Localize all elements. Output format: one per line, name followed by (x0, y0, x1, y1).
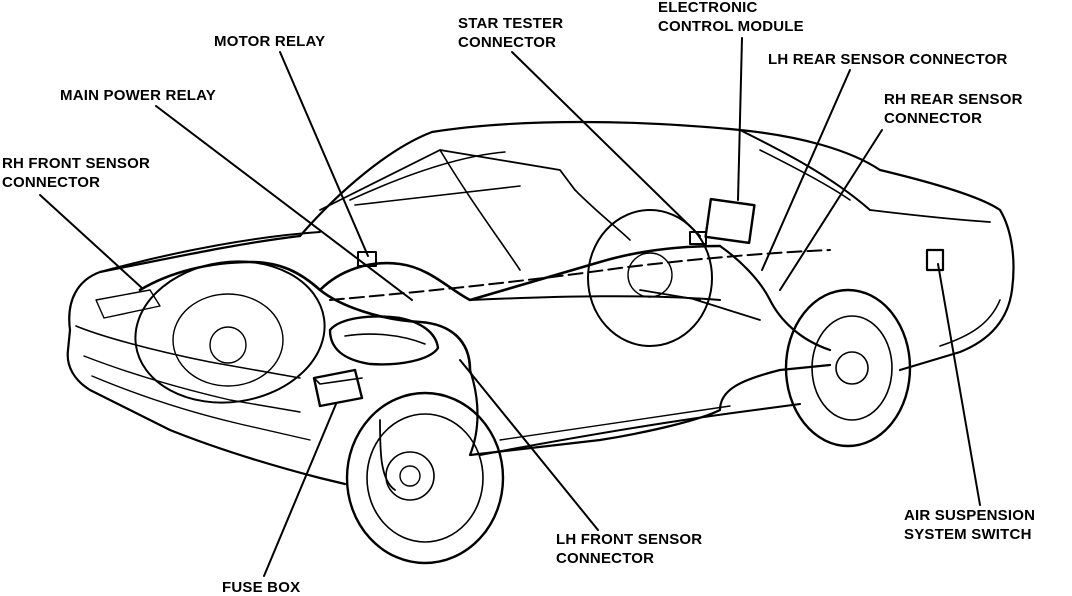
label-line: LH REAR SENSOR CONNECTOR (768, 51, 1008, 68)
label-line: CONTROL MODULE (658, 18, 804, 35)
leader-rh-rear (779, 129, 883, 291)
components (312, 197, 945, 408)
leader-lh-rear (761, 69, 851, 271)
label-line: MAIN POWER RELAY (60, 87, 216, 104)
leader-ecu (737, 37, 743, 201)
label-line: CONNECTOR (2, 174, 101, 191)
leader-motor-relay (279, 51, 369, 257)
label-line: CONNECTOR (556, 550, 655, 567)
wheels (134, 209, 912, 565)
leader-main-power-relay (155, 105, 413, 301)
leader-air-suspension (937, 263, 981, 506)
label-line: FUSE BOX (222, 579, 301, 596)
label-line: SYSTEM SWITCH (904, 526, 1032, 543)
label-line: AIR SUSPENSION (904, 507, 1036, 524)
label-electronic-control-module: ELECTRONIC CONTROL MODULE (658, 0, 804, 36)
label-lh-front-sensor-connector: LH FRONT SENSOR CONNECTOR (556, 530, 702, 568)
leader-star-tester (511, 51, 701, 237)
car-body (66, 120, 1015, 486)
label-main-power-relay: MAIN POWER RELAY (60, 86, 216, 105)
label-line: STAR TESTER (458, 15, 564, 32)
leader-fuse-box (263, 403, 337, 577)
label-line: ELECTRONIC (658, 0, 758, 16)
label-fuse-box: FUSE BOX (222, 578, 300, 596)
label-line: CONNECTOR (884, 110, 983, 127)
label-air-suspension-system-switch: AIR SUSPENSION SYSTEM SWITCH (904, 506, 1035, 544)
label-line: RH FRONT SENSOR (2, 155, 151, 172)
label-lh-rear-sensor-connector: LH REAR SENSOR CONNECTOR (768, 50, 1008, 69)
leader-lines (39, 37, 981, 577)
label-rh-front-sensor-connector: RH FRONT SENSOR CONNECTOR (2, 154, 150, 192)
label-star-tester-connector: STAR TESTER CONNECTOR (458, 14, 563, 52)
leader-rh-front (39, 194, 143, 289)
leader-lh-front (459, 359, 599, 531)
label-rh-rear-sensor-connector: RH REAR SENSOR CONNECTOR (884, 90, 1023, 128)
label-line: MOTOR RELAY (214, 33, 326, 50)
label-line: CONNECTOR (458, 34, 557, 51)
label-line: RH REAR SENSOR (884, 91, 1023, 108)
label-line: LH FRONT SENSOR (556, 531, 703, 548)
label-motor-relay: MOTOR RELAY (214, 32, 325, 51)
